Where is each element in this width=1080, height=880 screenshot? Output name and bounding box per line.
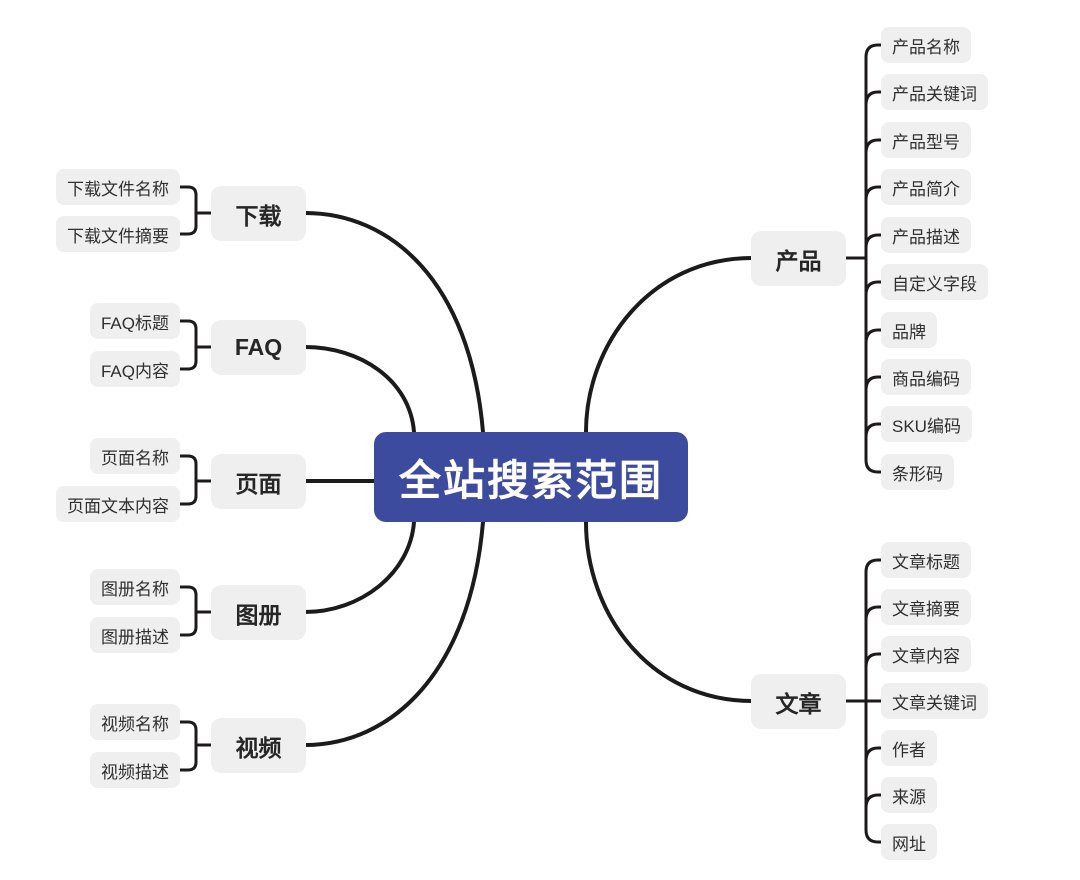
leaf-product-model[interactable]: 产品型号: [881, 122, 971, 158]
bracket-download: [178, 185, 214, 236]
leaf-download-file-summary[interactable]: 下载文件摘要: [56, 216, 180, 252]
edge-root-album: [303, 520, 416, 614]
edge-root-faq: [303, 345, 416, 434]
trunk-product: [844, 43, 883, 474]
bracket-video: [178, 720, 214, 772]
leaf-article-title[interactable]: 文章标题: [881, 542, 971, 578]
node-root[interactable]: 全站搜索范围: [374, 432, 688, 522]
leaf-product-description[interactable]: 产品描述: [881, 217, 971, 253]
leaf-product-code[interactable]: 商品编码: [881, 359, 971, 395]
branch-download[interactable]: 下载: [211, 186, 306, 241]
leaf-article-keywords[interactable]: 文章关键词: [881, 683, 988, 719]
leaf-url[interactable]: 网址: [881, 824, 937, 860]
leaf-faq-content[interactable]: FAQ内容: [89, 351, 180, 387]
leaf-custom-fields[interactable]: 自定义字段: [881, 264, 988, 300]
leaf-sku-code[interactable]: SKU编码: [881, 406, 972, 442]
leaf-video-name[interactable]: 视频名称: [90, 704, 180, 740]
leaf-barcode[interactable]: 条形码: [881, 454, 954, 490]
leaf-download-file-name[interactable]: 下载文件名称: [56, 169, 180, 205]
bracket-page: [178, 454, 214, 506]
edge-root-article: [584, 520, 754, 703]
branch-faq[interactable]: FAQ: [211, 320, 306, 375]
leaf-source[interactable]: 来源: [881, 777, 937, 813]
edge-root-product: [584, 256, 754, 434]
branch-product[interactable]: 产品: [751, 231, 846, 286]
edge-root-download: [303, 211, 485, 434]
leaf-brand[interactable]: 品牌: [881, 312, 937, 348]
branch-page[interactable]: 页面: [211, 454, 306, 509]
bracket-faq: [178, 319, 214, 371]
leaf-video-description[interactable]: 视频描述: [90, 752, 180, 788]
branch-article[interactable]: 文章: [751, 674, 846, 729]
leaf-product-intro[interactable]: 产品简介: [881, 169, 971, 205]
leaf-article-summary[interactable]: 文章摘要: [881, 589, 971, 625]
leaf-author[interactable]: 作者: [881, 730, 937, 766]
leaf-product-name[interactable]: 产品名称: [881, 27, 971, 63]
leaf-page-name[interactable]: 页面名称: [90, 438, 180, 474]
leaf-album-name[interactable]: 图册名称: [90, 569, 180, 605]
leaf-product-keywords[interactable]: 产品关键词: [881, 74, 988, 110]
bracket-album: [178, 585, 214, 637]
edge-root-video: [303, 520, 485, 747]
leaf-faq-title[interactable]: FAQ标题: [89, 303, 180, 339]
branch-album[interactable]: 图册: [211, 585, 306, 640]
branch-video[interactable]: 视频: [211, 718, 306, 773]
leaf-page-text-content[interactable]: 页面文本内容: [56, 486, 180, 522]
trunk-article: [844, 558, 883, 844]
leaf-article-content[interactable]: 文章内容: [881, 636, 971, 672]
leaf-album-description[interactable]: 图册描述: [90, 617, 180, 653]
